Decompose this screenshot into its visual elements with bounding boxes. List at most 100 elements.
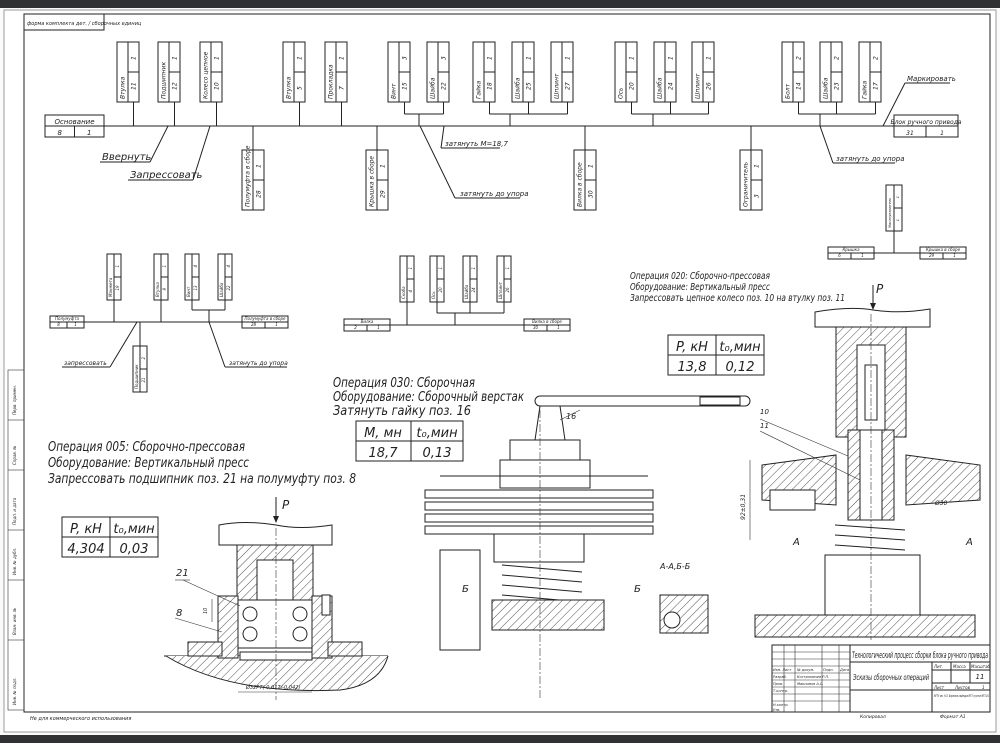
part-name: Шайба bbox=[430, 77, 437, 99]
part-pos: 9 bbox=[162, 288, 167, 291]
leader-line bbox=[440, 125, 445, 149]
stamp-text: форма комплекта дет. / сборочных единиц bbox=[27, 21, 142, 27]
table-value: 0,13 bbox=[423, 446, 452, 461]
part-name: Шайба bbox=[219, 282, 224, 297]
part-name: Прокладка bbox=[328, 64, 335, 99]
side-stamp-text: Справ. № bbox=[12, 446, 17, 465]
title-block: Изм. Лист № докум. Подп. Дата Разраб. Ко… bbox=[771, 644, 991, 720]
leader-line bbox=[192, 125, 211, 181]
dimension-10: 10 bbox=[203, 608, 209, 614]
part-qty: 1 bbox=[526, 56, 533, 60]
part-name: Шайба bbox=[515, 77, 522, 99]
part-qty: 1 bbox=[256, 164, 263, 168]
tb-row-label: Н.контр. bbox=[773, 703, 789, 707]
part-pos: 14 bbox=[796, 82, 803, 90]
part-card: Болт 2 14 bbox=[781, 41, 805, 103]
part-name: Колесо цепное bbox=[203, 51, 210, 99]
operation-note: Ввернуть bbox=[102, 152, 152, 163]
op-line: Запрессовать подшипник поз. 21 на полуму… bbox=[48, 471, 356, 487]
part-qty: 2 bbox=[796, 56, 803, 60]
part-pos: 30 bbox=[533, 325, 539, 330]
part-qty: 1 bbox=[438, 267, 443, 270]
part-name: Шайба bbox=[464, 284, 469, 299]
side-stamp-text: Перв. примен. bbox=[12, 385, 17, 415]
part-qty: 3 bbox=[441, 56, 448, 60]
part-qty: 1 bbox=[471, 267, 476, 270]
tb-row-label: Пров. bbox=[773, 682, 783, 686]
tb-name: Максимов А.С. bbox=[797, 682, 824, 686]
part-name: Ось bbox=[618, 87, 625, 99]
part-pos: 1 bbox=[896, 219, 900, 221]
part-qty: 1 bbox=[557, 325, 560, 330]
part-name: Ось bbox=[431, 291, 436, 299]
op005-param-table: P, кН t₀,мин 4,304 0,03 bbox=[61, 516, 159, 558]
op020-press-sketch: P 10 11 А А 92±0,31 Ø30 bbox=[740, 282, 981, 640]
part-qty: 1 bbox=[861, 253, 864, 258]
part-card: Ось 1 20 bbox=[614, 41, 638, 103]
part-pos: 23 bbox=[834, 82, 841, 90]
operation-020-text: Операция 020: Сборочно-прессовая Оборудо… bbox=[630, 270, 845, 304]
part-qty: 1 bbox=[377, 325, 380, 330]
part-name: Ограничитель bbox=[743, 161, 750, 207]
tb-sheet-label: Лист bbox=[933, 685, 945, 690]
leader-line bbox=[109, 321, 138, 368]
part-pos: 20 bbox=[629, 82, 636, 90]
part-pos: 8 bbox=[58, 129, 63, 137]
part-qty: 1 bbox=[953, 253, 956, 258]
part-name: Шплинт bbox=[554, 73, 561, 99]
part-qty: 1 bbox=[629, 56, 636, 60]
table-header: P, кН bbox=[676, 340, 708, 355]
table-header: t₀,мин bbox=[416, 426, 458, 441]
callout-16: 16 bbox=[566, 412, 576, 421]
tb-name: Костромичев Р.П. bbox=[797, 675, 829, 679]
part-pos: 4 bbox=[408, 290, 413, 293]
operation-note: затянуть до упора bbox=[836, 155, 905, 163]
part-qty: 1 bbox=[754, 164, 761, 168]
part-qty: 1 bbox=[505, 267, 510, 270]
table-header: t₀,мин bbox=[719, 340, 761, 355]
part-name: Болт bbox=[785, 83, 792, 99]
sheet-number: 11 bbox=[976, 673, 985, 681]
format-label: Формат А1 bbox=[940, 714, 966, 720]
tb-row-label: № докум. bbox=[796, 668, 814, 672]
tb-col-lit: Лит. bbox=[933, 664, 943, 669]
part-qty: 1 bbox=[172, 56, 179, 60]
part-pos: 26 bbox=[706, 82, 713, 90]
operation-note: затянуть до упора bbox=[229, 360, 288, 367]
op005-press-sketch: P 21 8 10 Ø32P7(-0,017/-0,042) bbox=[164, 497, 389, 700]
dimension-diameter: Ø30 bbox=[934, 500, 948, 507]
sheet-name: Эскизы сборочных операций bbox=[852, 673, 929, 682]
part-qty: 1 bbox=[275, 322, 278, 327]
part-pos: 22 bbox=[226, 285, 231, 291]
part-name: Манжета bbox=[108, 277, 113, 297]
side-stamp-text: Инв. № дубл. bbox=[12, 548, 17, 575]
op-line: Оборудование: Вертикальный пресс bbox=[630, 281, 770, 293]
dimension-diameter: Ø32P7(-0,017/-0,042) bbox=[245, 684, 300, 691]
section-mark-b: Б bbox=[462, 584, 469, 595]
part-name: Винт bbox=[391, 83, 398, 99]
part-qty: 1 bbox=[214, 56, 221, 60]
part-pos: 3 bbox=[754, 194, 761, 198]
tb-row-label: Дата bbox=[839, 668, 849, 672]
